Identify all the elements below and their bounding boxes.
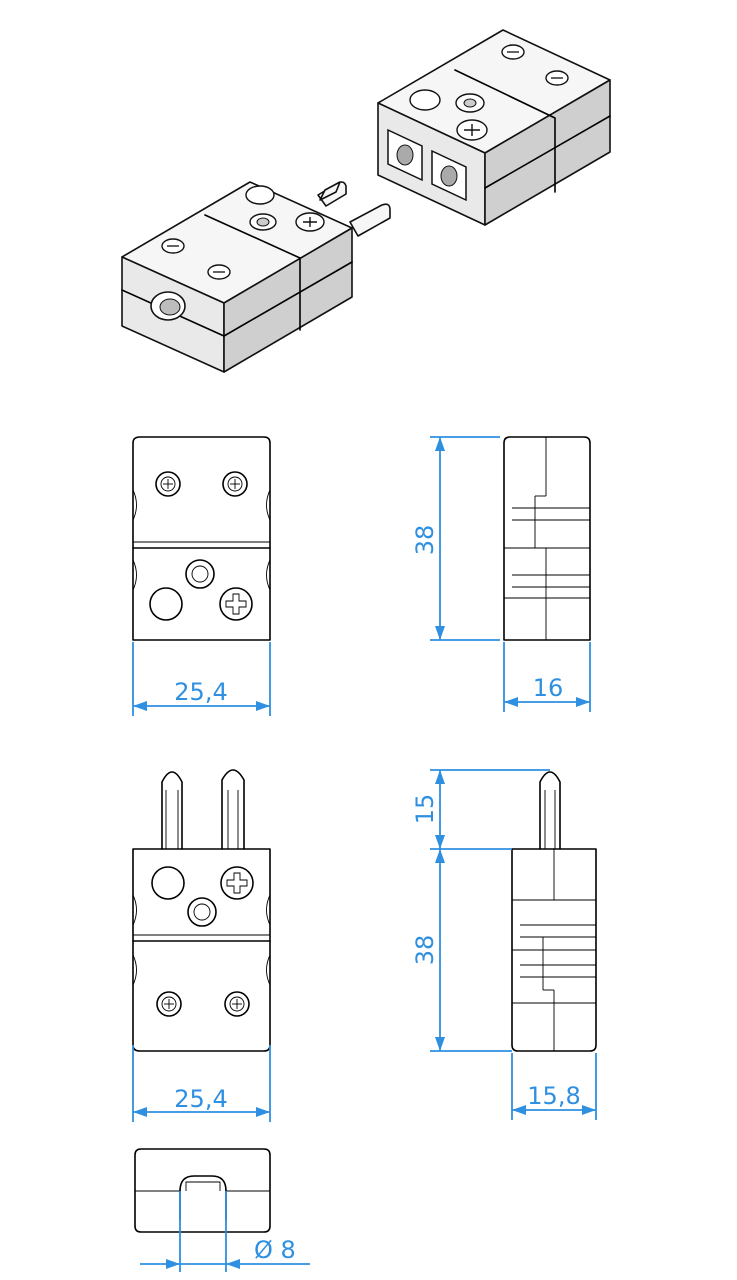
female-connector-iso [377, 29, 611, 226]
male-side-view [511, 771, 597, 1052]
male-front-view [132, 769, 271, 1052]
male-depth-label: 15,8 [527, 1082, 580, 1110]
female-width-label: 25,4 [174, 678, 227, 706]
pin-length-dimension: 15 [411, 769, 550, 850]
male-height-label: 38 [411, 935, 439, 966]
pin-length-label: 15 [411, 794, 439, 825]
female-front-view [132, 436, 271, 641]
female-side-view [503, 436, 591, 641]
cable-end-view [134, 1148, 271, 1233]
isometric-view [121, 29, 611, 373]
male-pins-iso [317, 181, 391, 237]
male-height-dimension: 38 [411, 849, 512, 1052]
cable-hole-dimension: Ø 8 [140, 1191, 310, 1272]
female-depth-dimension: 16 [503, 642, 591, 712]
male-width-label: 25,4 [174, 1085, 227, 1113]
female-height-dimension: 38 [411, 436, 500, 641]
female-height-label: 38 [411, 525, 439, 556]
cable-hole-label: Ø 8 [254, 1236, 296, 1264]
male-depth-dimension: 15,8 [511, 1053, 597, 1120]
male-width-dimension: 25,4 [132, 1045, 271, 1122]
female-width-dimension: 25,4 [132, 642, 271, 716]
male-connector-iso [121, 181, 391, 373]
female-depth-label: 16 [533, 674, 564, 702]
